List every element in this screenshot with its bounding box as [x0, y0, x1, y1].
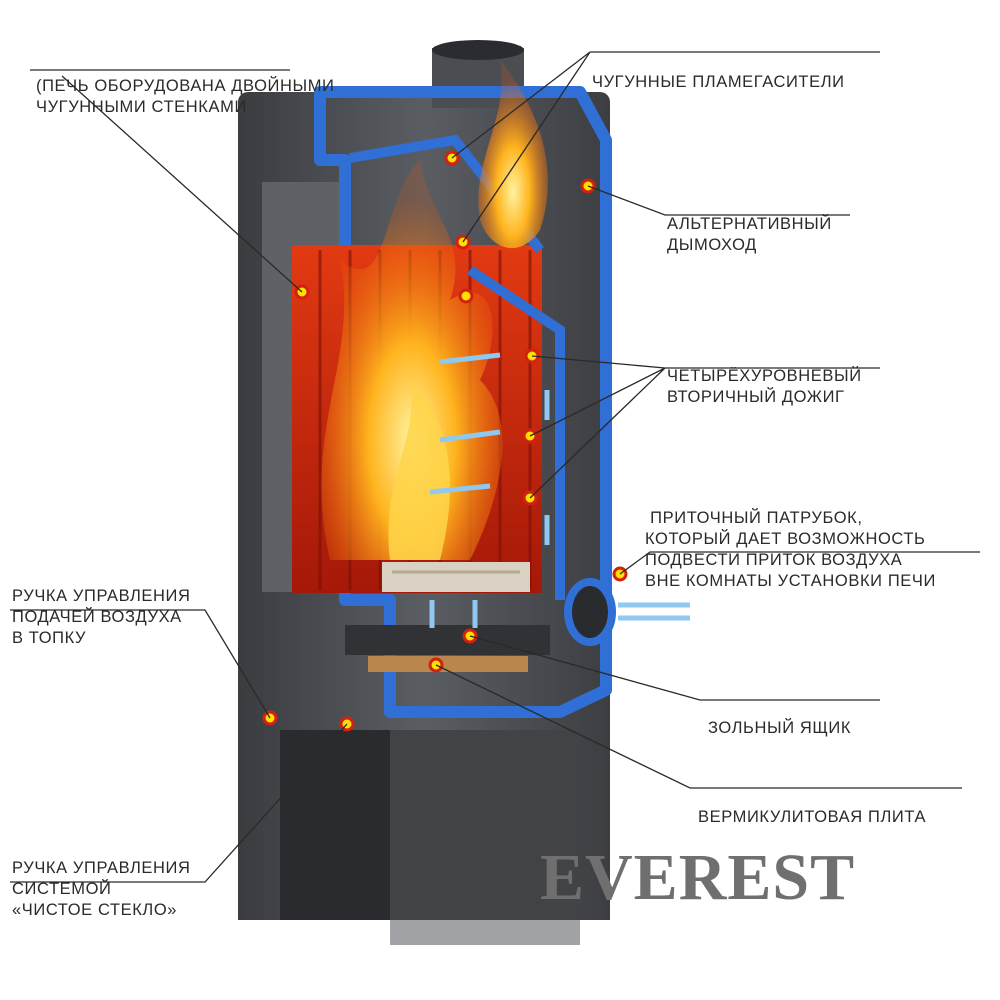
- label-air-intake: ПРИТОЧНЫЙ ПАТРУБОК,КОТОРЫЙ ДАЕТ ВОЗМОЖНО…: [645, 509, 936, 590]
- logs: [382, 562, 530, 592]
- marker-afterburn-1: [458, 288, 474, 304]
- vermiculite-plate: [368, 656, 528, 672]
- label-ash-box: ЗОЛЬНЫЙ ЯЩИК: [708, 719, 852, 737]
- airflow-arrows: [429, 352, 550, 628]
- label-vermiculite: ВЕРМИКУЛИТОВАЯ ПЛИТА: [698, 808, 927, 826]
- flames: [321, 60, 548, 560]
- leader-lines: [10, 51, 980, 883]
- label-flame-arresters: ЧУГУННЫЕ ПЛАМЕГАСИТЕЛИ: [592, 73, 845, 91]
- air-intake-pipe: [564, 578, 690, 646]
- double-wall-outline: [314, 86, 612, 718]
- brand-logo: EVEREST: [540, 841, 856, 914]
- ash-box: [345, 625, 550, 655]
